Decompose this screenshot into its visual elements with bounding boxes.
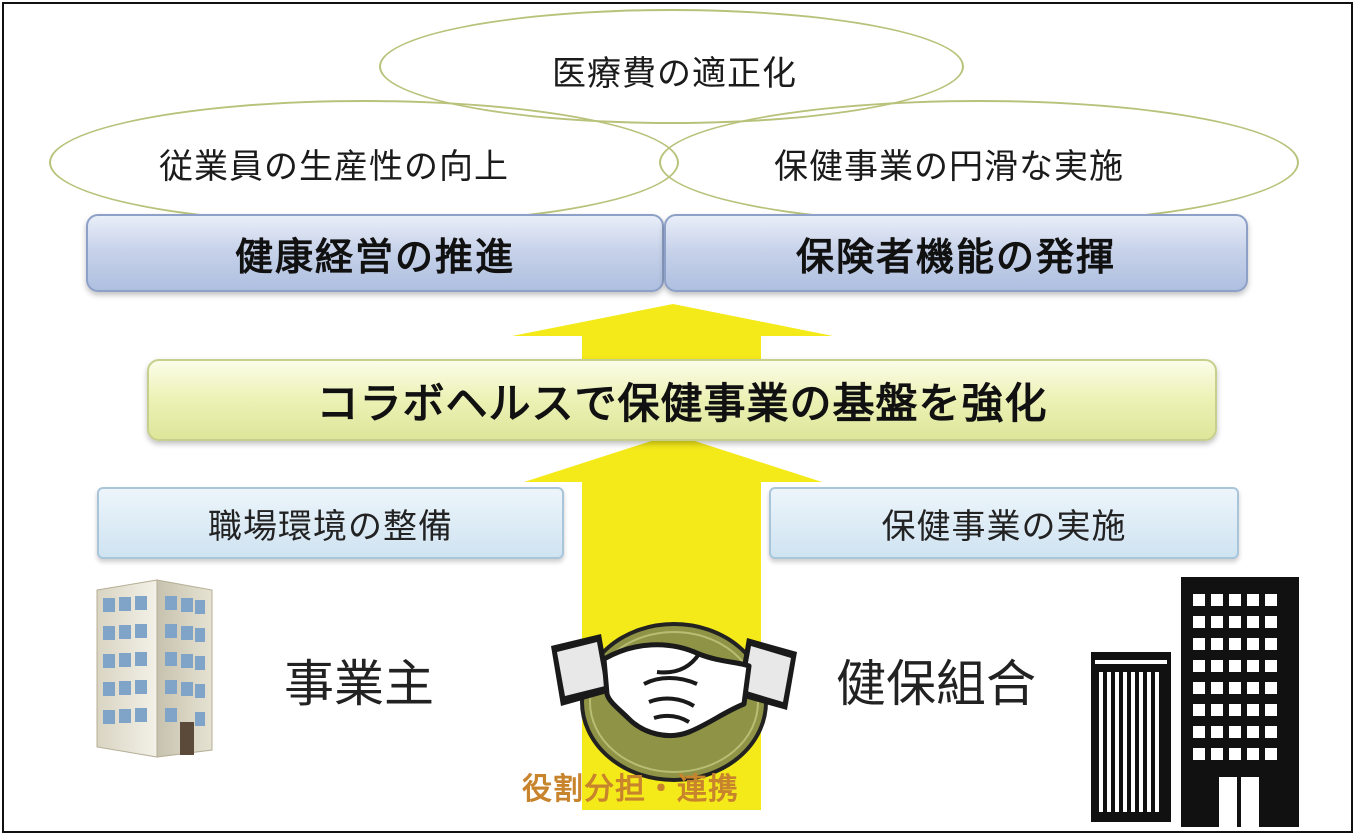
office-building-icon [96, 579, 213, 758]
insurer-label: 健保組合 [836, 655, 1036, 713]
pillar-health-management: 健康経営の推進 [86, 214, 664, 292]
collaboration-caption: 役割分担・連携 [522, 772, 739, 807]
employer-label: 事業主 [284, 655, 434, 713]
foundation-bar: コラボヘルスで保健事業の基盤を強化 [147, 359, 1217, 441]
goal-left-label: 従業員の生産性の向上 [159, 147, 509, 187]
action-workplace: 職場環境の整備 [97, 487, 564, 559]
goal-ellipse-top [379, 9, 964, 124]
goal-right-label: 保健事業の円滑な実施 [774, 147, 1124, 187]
action-health-programs: 保健事業の実施 [769, 487, 1239, 559]
goal-top-label: 医療費の適正化 [552, 54, 797, 94]
handshake-icon [551, 622, 797, 782]
pillar-insurer-function: 保険者機能の発揮 [664, 214, 1248, 292]
tower-building-icon [1091, 577, 1299, 827]
